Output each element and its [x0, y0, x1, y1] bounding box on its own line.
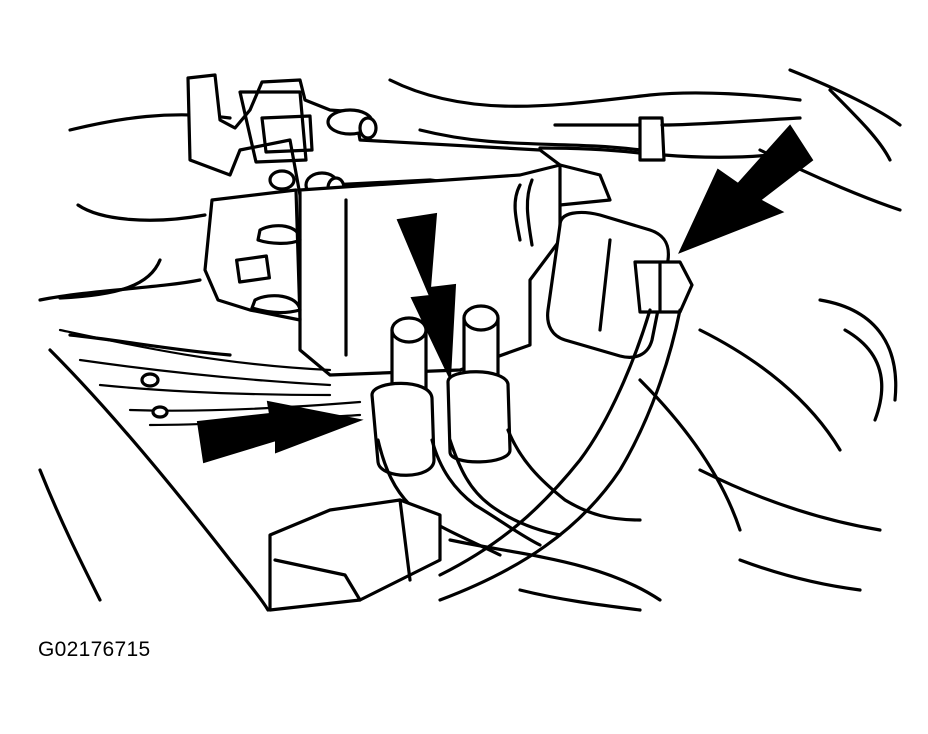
valve-bracket — [186, 73, 612, 207]
background-outlines — [38, 68, 902, 612]
vacuum-hose-diagram — [38, 68, 902, 612]
electrical-connector — [438, 178, 694, 602]
arrow-connector — [678, 124, 814, 254]
lower-component — [268, 498, 442, 612]
wire-harness — [58, 328, 362, 427]
arrow-down-hose-fitting — [396, 212, 457, 379]
figure-id-label: G02176715 — [38, 638, 151, 661]
upper-cable — [538, 116, 802, 162]
arrow-right-hoses — [196, 400, 364, 464]
control-module — [203, 163, 562, 377]
